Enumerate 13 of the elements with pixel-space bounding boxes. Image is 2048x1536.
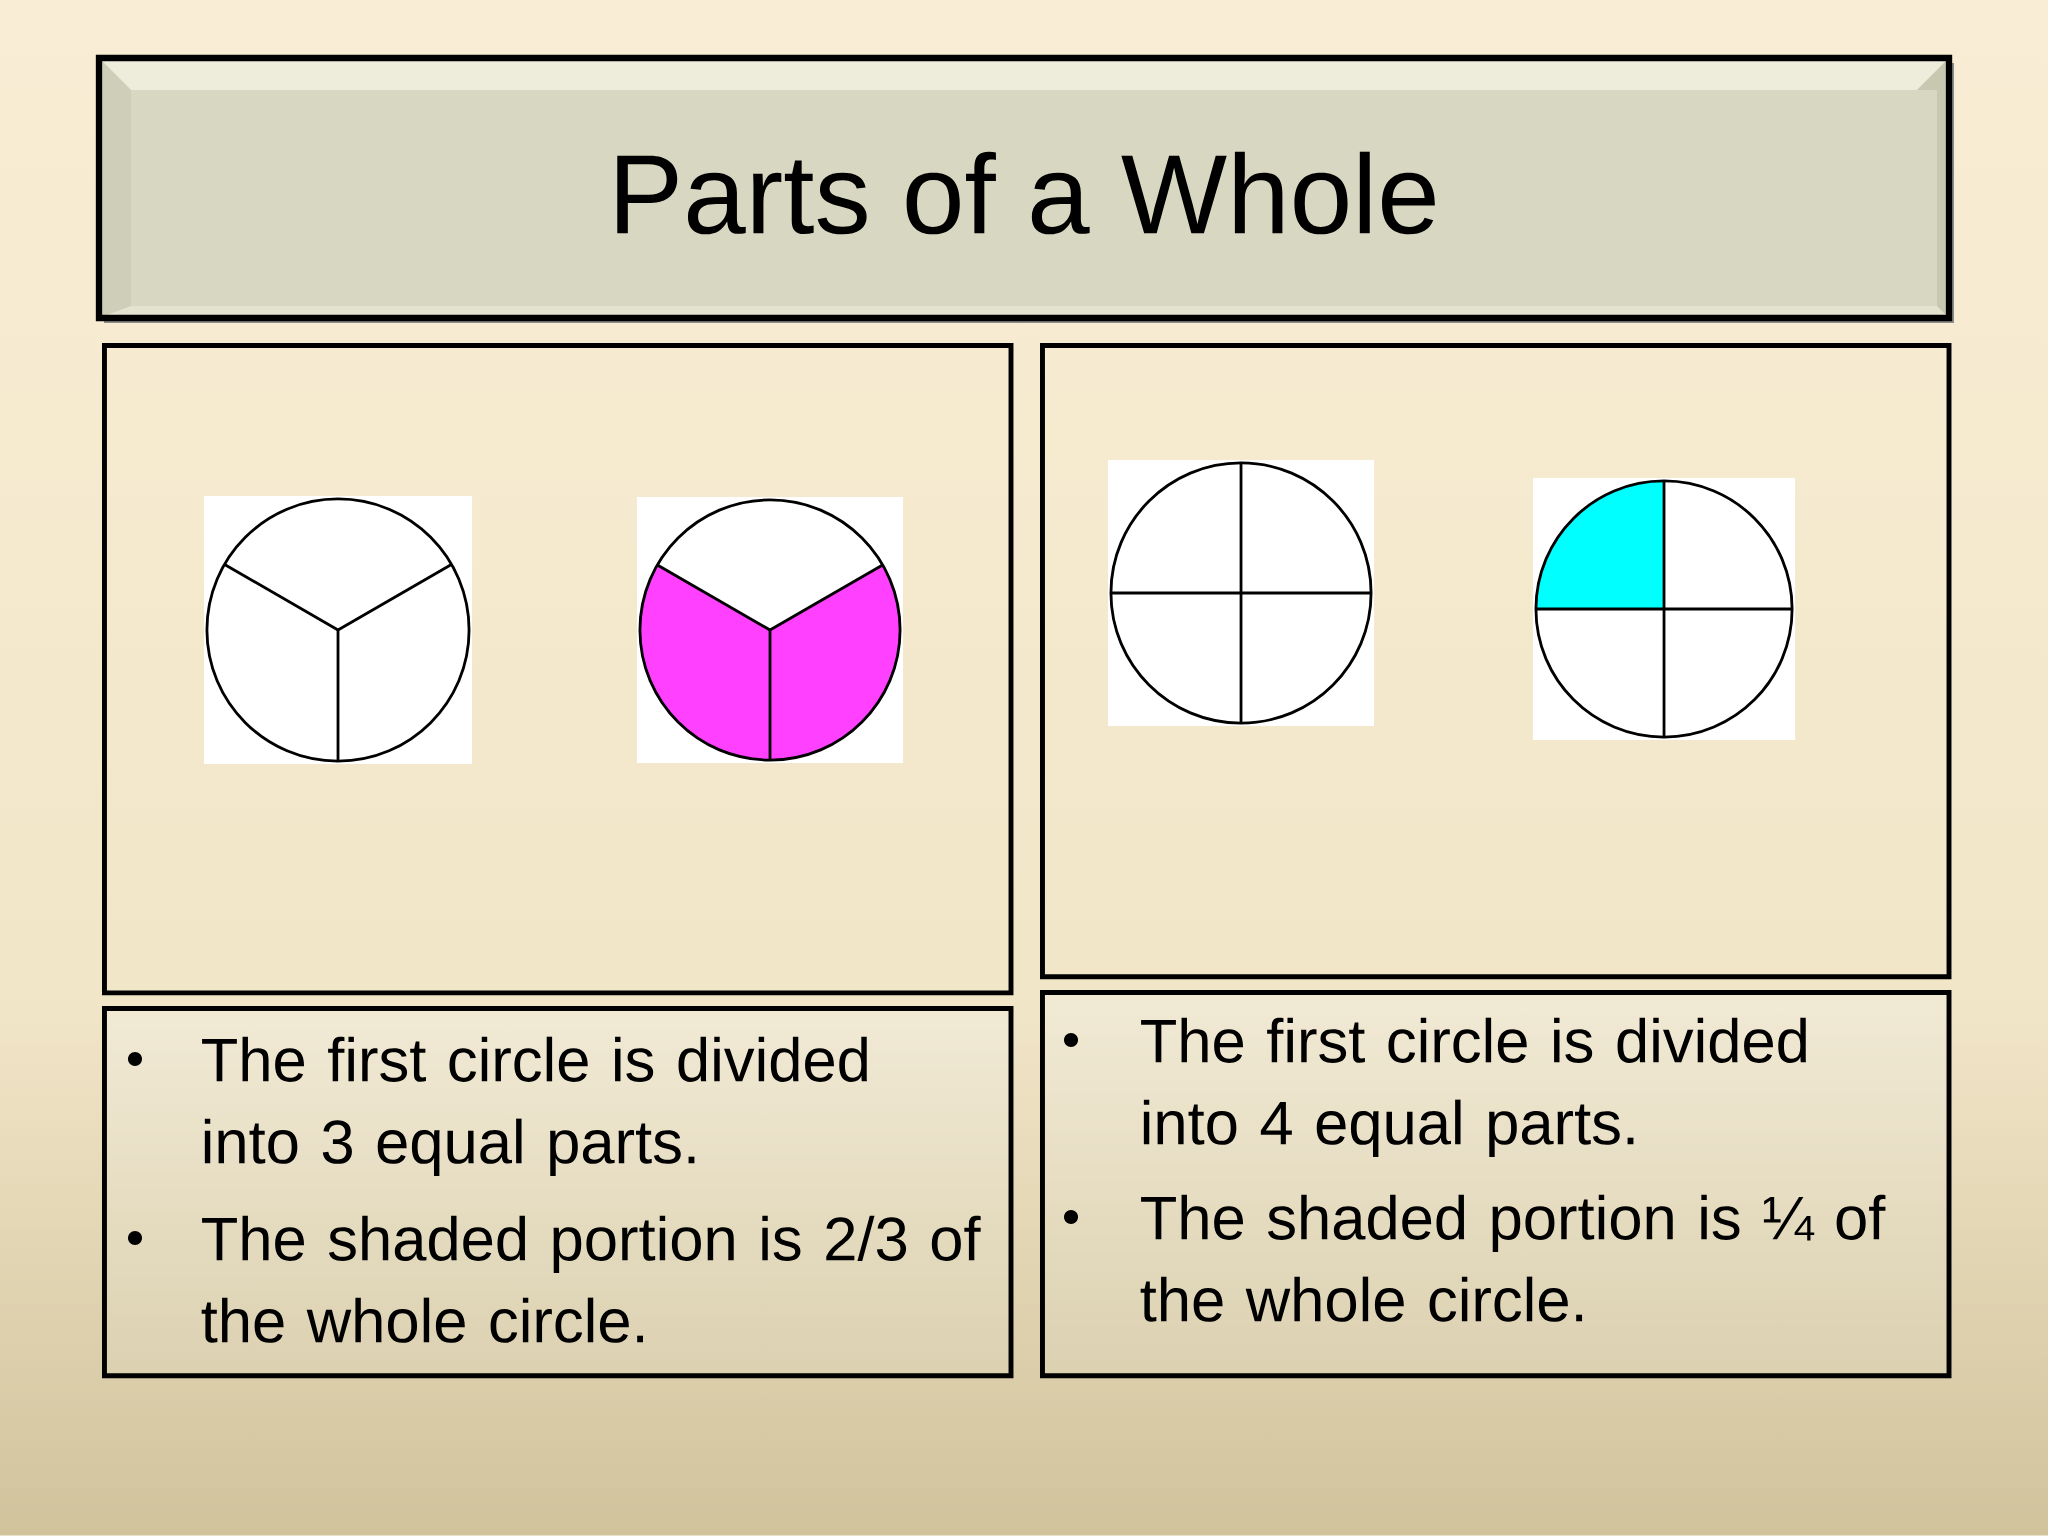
text-box bbox=[102, 1006, 1014, 1379]
bullet-text: The first circle is divided into 3 equal parts. bbox=[202, 1036, 867, 1177]
picture-frame bbox=[102, 343, 1014, 996]
fraction-picture bbox=[1107, 459, 1375, 727]
title-banner: Parts of a Whole bbox=[95, 54, 1954, 323]
text-box bbox=[1040, 990, 1952, 1379]
bullet-text: The shaded portion is 2/3 of the whole circle. bbox=[201, 1215, 981, 1343]
picture-frame bbox=[1040, 343, 1952, 980]
bullet-text: The shaded portion is ¼ of the whole circle. bbox=[1140, 1194, 1886, 1322]
bullet-text: The first circle is divided into 4 equal parts. bbox=[1141, 1017, 1806, 1158]
fraction-picture bbox=[1532, 477, 1796, 741]
fraction-picture bbox=[636, 496, 904, 764]
fraction-picture bbox=[203, 495, 473, 765]
